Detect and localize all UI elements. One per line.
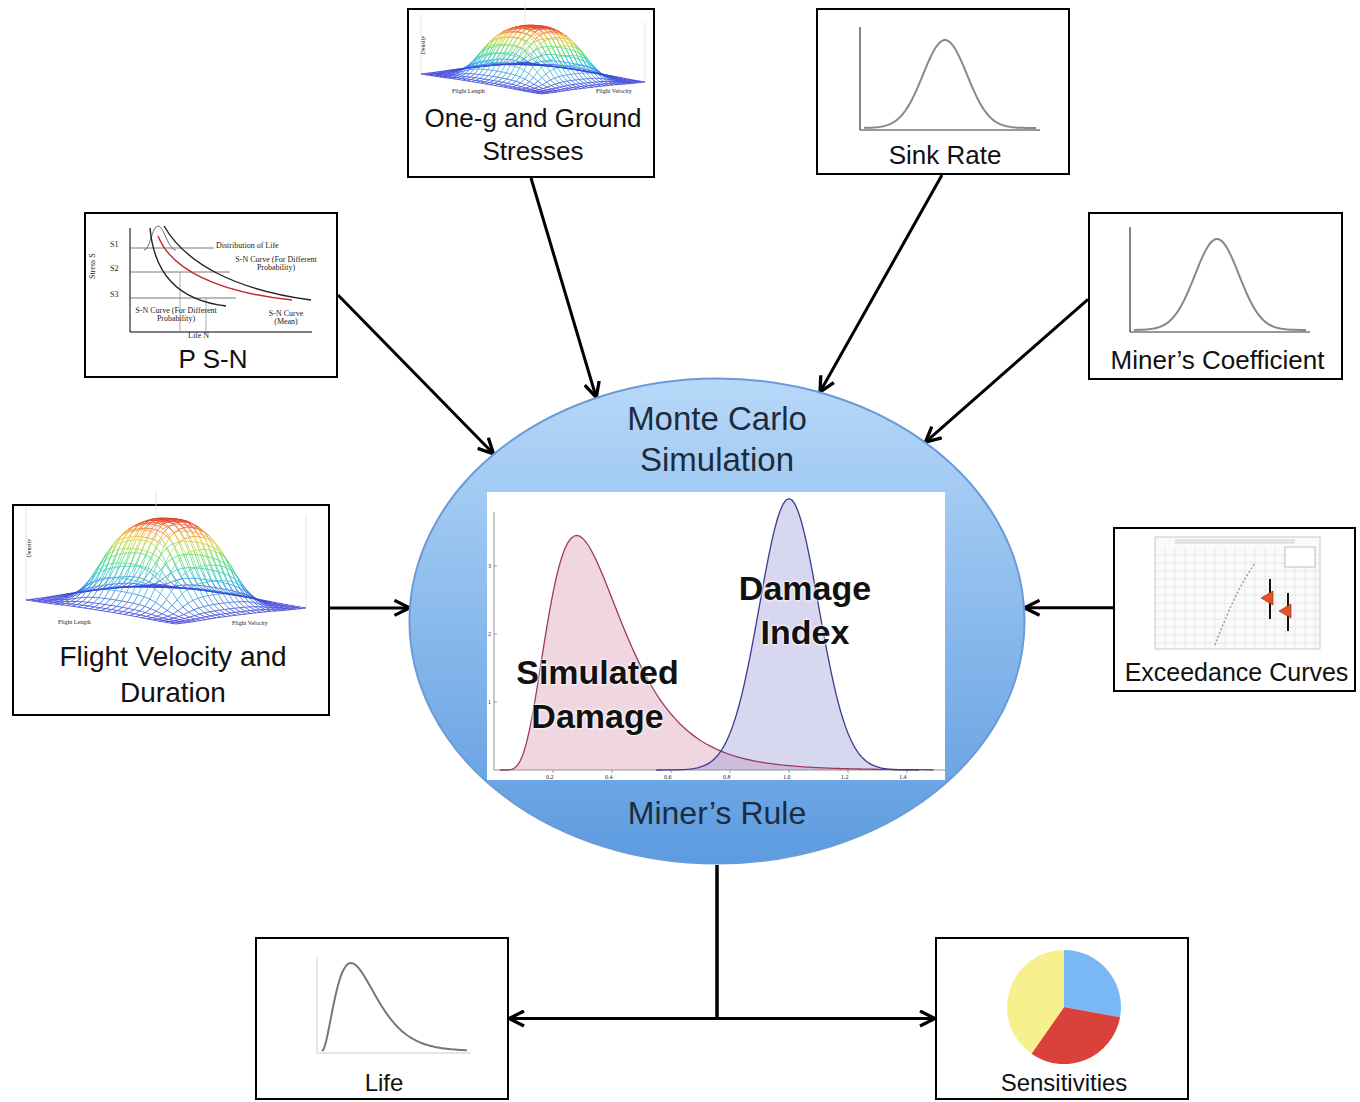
axis-label: Flight Velocity bbox=[232, 620, 268, 626]
simulation-ellipse: Simulated DamageDamage Index Monte Carlo … bbox=[407, 376, 1027, 866]
node-caption: Exceedance Curves bbox=[1117, 657, 1356, 688]
flow-arrow bbox=[717, 865, 935, 1019]
miner-coefficient-box: Miner’s Coefficient bbox=[1088, 212, 1343, 380]
tick-label: 0.8 bbox=[723, 774, 731, 780]
node-caption: Flight Velocity and Duration bbox=[18, 639, 328, 712]
sensitivity-output-box: Sensitivities bbox=[935, 937, 1189, 1100]
sink-rate-box: Sink Rate bbox=[816, 8, 1070, 175]
psn-box: P S-N bbox=[84, 212, 338, 378]
axis-label: S-N Curve (For Different Probability) bbox=[132, 307, 220, 324]
node-caption: Miner’s Rule bbox=[557, 793, 877, 833]
node-caption: Sink Rate bbox=[822, 139, 1068, 172]
flow-arrow bbox=[820, 175, 942, 392]
exceedance-box: Exceedance Curves bbox=[1113, 527, 1356, 692]
tick-label: 1.4 bbox=[899, 774, 907, 780]
node-caption: Sensitivities bbox=[941, 1068, 1187, 1098]
axis-label: S-N Curve (For Different Probability) bbox=[232, 256, 320, 273]
text-slot: Sink Rate bbox=[822, 139, 1068, 172]
text-slot: Exceedance Curves bbox=[1117, 657, 1356, 688]
text-slot: Flight Velocity and Duration bbox=[18, 639, 328, 712]
flight-input-box: Flight Velocity and Duration bbox=[12, 504, 330, 716]
damage-chart: Simulated DamageDamage Index bbox=[487, 492, 945, 780]
axis-label: Stress S bbox=[89, 253, 97, 279]
text-slot: Miner’s Rule bbox=[557, 793, 877, 833]
tick-label: 0.6 bbox=[664, 774, 672, 780]
axis-label: S-N Curve (Mean) bbox=[262, 310, 310, 327]
text-slot: Sensitivities bbox=[941, 1068, 1187, 1098]
flow-arrow bbox=[925, 299, 1088, 442]
text-slot: P S-N bbox=[90, 343, 336, 376]
chart-label: Simulated Damage bbox=[495, 650, 700, 738]
node-caption: One-g and Ground Stresses bbox=[413, 102, 653, 167]
life-output-box: Life bbox=[255, 937, 509, 1100]
node-caption: Life bbox=[261, 1068, 507, 1098]
text-slot: One-g and Ground Stresses bbox=[413, 102, 653, 167]
axis-label: Density bbox=[26, 539, 32, 558]
axis-label: Flight Velocity bbox=[596, 88, 632, 94]
flow-arrow bbox=[1025, 606, 1113, 609]
text-slot: Miner’s Coefficient bbox=[1093, 344, 1342, 377]
surface-mesh bbox=[421, 2, 645, 94]
flow-arrow bbox=[509, 865, 717, 1019]
damage-chart-art bbox=[487, 492, 945, 780]
tick-label: 1.2 bbox=[841, 774, 849, 780]
text-slot: Damage Index bbox=[715, 566, 895, 654]
node-caption: Monte Carlo Simulation bbox=[607, 398, 827, 481]
flow-arrow bbox=[531, 178, 596, 397]
axis-label: S3 bbox=[110, 291, 118, 299]
text-slot: Life bbox=[261, 1068, 507, 1098]
tick-label: 3 bbox=[488, 563, 491, 569]
tick-label: 1 bbox=[488, 699, 491, 705]
flow-arrow bbox=[338, 295, 493, 454]
tick-label: 0.2 bbox=[546, 774, 554, 780]
axis-label: S1 bbox=[110, 241, 118, 249]
axis-label: Flight Length bbox=[452, 88, 485, 94]
node-caption: Miner’s Coefficient bbox=[1093, 344, 1342, 377]
tick-label: 2 bbox=[488, 631, 491, 637]
text-slot: Monte Carlo Simulation bbox=[607, 398, 827, 481]
tick-label: 1.0 bbox=[783, 774, 791, 780]
surface-mesh bbox=[26, 491, 306, 624]
axis-label: Density bbox=[420, 36, 426, 55]
axis-label: Flight Length bbox=[58, 619, 91, 625]
text-slot: Simulated Damage bbox=[495, 650, 700, 738]
chart-label: Damage Index bbox=[715, 566, 895, 654]
flow-arrow bbox=[330, 606, 409, 609]
node-caption: P S-N bbox=[90, 343, 336, 376]
axis-label: Life N bbox=[188, 332, 209, 340]
axis-label: Distribution of Life bbox=[216, 242, 279, 250]
tick-label: 0.4 bbox=[605, 774, 613, 780]
axis-label: S2 bbox=[110, 265, 118, 273]
